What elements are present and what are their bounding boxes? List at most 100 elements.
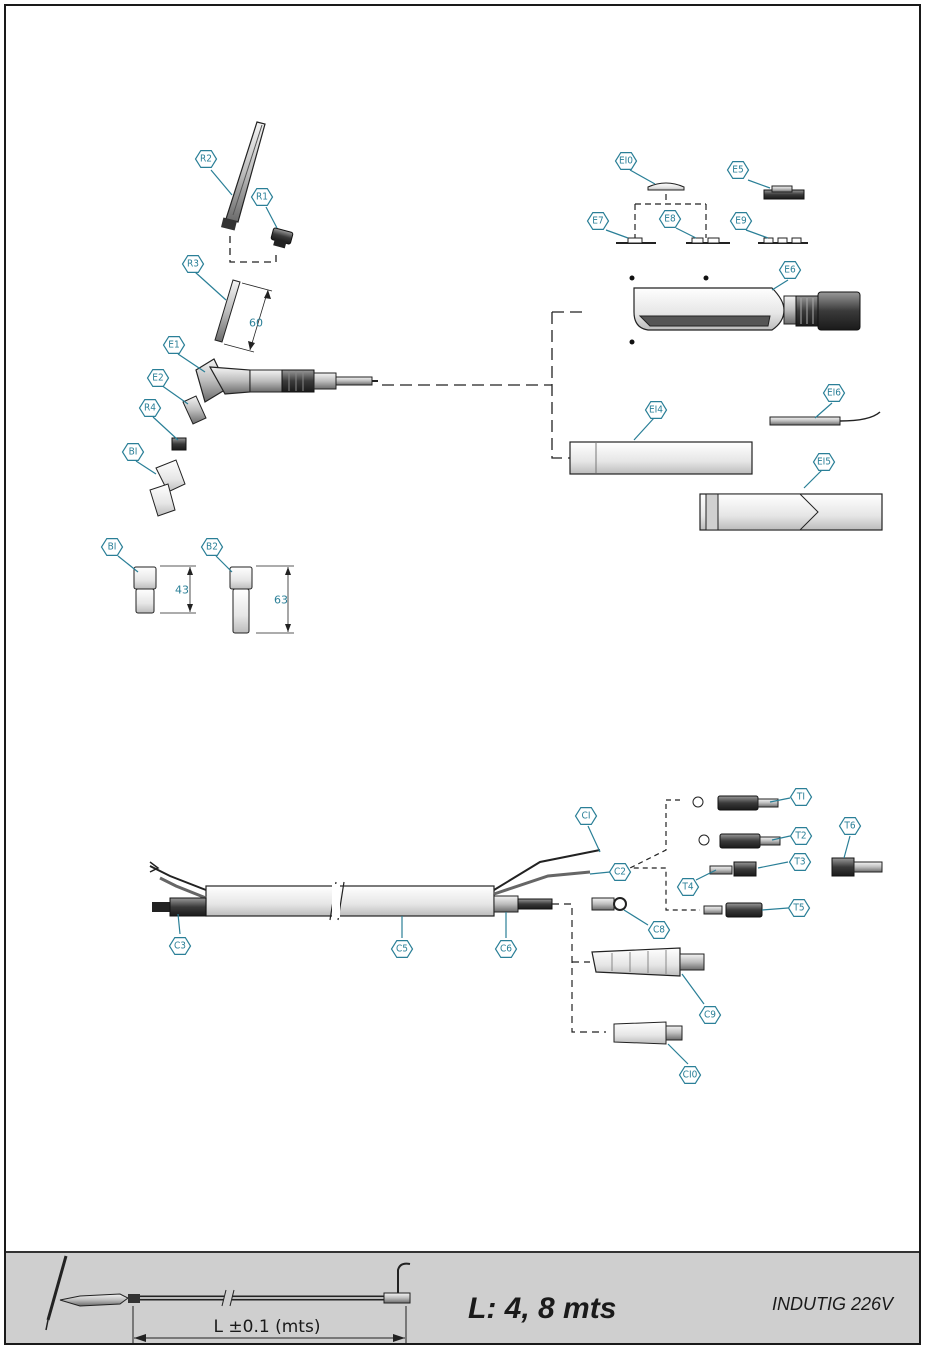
tag-b2: B2	[200, 537, 224, 557]
tag-label: TI	[796, 792, 805, 803]
tag-e14: EI4	[644, 401, 668, 419]
tungsten-electrode-r3	[214, 279, 241, 343]
model-name: INDUTIG 226V	[772, 1294, 894, 1314]
tag-hexagon	[838, 816, 862, 836]
tag-label: C6	[500, 944, 512, 955]
switch-e5	[763, 185, 805, 200]
tag-c1: CI	[574, 806, 598, 826]
left-wires	[149, 861, 207, 900]
tag-c3: C3	[168, 936, 192, 956]
tag-hexagon	[647, 920, 671, 940]
tag-c6: C6	[494, 939, 518, 959]
dim-43: 43	[175, 584, 189, 597]
e10-alt-line	[634, 194, 707, 238]
tag-hexagon	[658, 210, 682, 228]
tag-hexagon	[726, 161, 750, 179]
tag-hexagon	[138, 399, 162, 417]
tag-t5: T5	[787, 898, 811, 918]
tag-hexagon	[614, 152, 638, 170]
right-wires	[493, 849, 601, 896]
cable-cover-e14	[569, 441, 753, 475]
tag-e9: E9	[729, 212, 753, 230]
tag-hexagon	[789, 826, 813, 846]
torch-body-e1	[195, 358, 378, 403]
plug-t1	[692, 795, 779, 811]
tag-label: T3	[793, 857, 805, 868]
tag-e2: E2	[146, 369, 170, 387]
tag-hexagon	[390, 939, 414, 959]
tag-b1b: BI	[100, 537, 124, 557]
tag-label: C9	[704, 1010, 716, 1021]
tag-label: C8	[653, 925, 665, 936]
drawing-frame	[4, 4, 921, 1345]
tag-hexagon	[494, 939, 518, 959]
plug-t3	[733, 861, 757, 877]
tag-b1: BI	[121, 443, 145, 461]
sensor-e16	[769, 411, 881, 426]
tag-label: EI0	[619, 156, 633, 167]
tag-label: R2	[200, 154, 212, 165]
tag-hexagon	[181, 255, 205, 273]
tag-label: C3	[174, 941, 186, 952]
tag-hexagon	[194, 150, 218, 168]
tag-hexagon	[121, 443, 145, 461]
tag-hexagon	[778, 261, 802, 279]
tag-t1: TI	[789, 787, 813, 807]
tag-label: T5	[792, 903, 804, 914]
footer-length-dimension: L ±0.1 (mts)	[132, 1306, 407, 1343]
plug-c10	[613, 1021, 683, 1045]
connector-c3	[152, 897, 207, 917]
r1-r2-alt-line	[229, 236, 277, 263]
nipple-t6	[831, 857, 883, 877]
tag-hexagon	[162, 336, 186, 354]
tag-hexagon	[250, 188, 274, 206]
tag-e7: E7	[586, 212, 610, 230]
tag-hexagon	[788, 852, 812, 872]
tag-c5: C5	[390, 939, 414, 959]
tag-label: T6	[843, 821, 855, 832]
plug-t2	[698, 833, 781, 849]
tag-hexagon	[574, 806, 598, 826]
tag-r1: R1	[250, 188, 274, 206]
tag-hexagon	[698, 1005, 722, 1025]
plug-alt-lines	[629, 799, 700, 911]
tag-hexagon	[787, 898, 811, 918]
tag-hexagon	[812, 453, 836, 471]
tag-t3: T3	[788, 852, 812, 872]
tag-label: E2	[152, 373, 163, 384]
tag-r3: R3	[181, 255, 205, 273]
button-cover-e10	[647, 182, 685, 191]
tag-label: E7	[592, 216, 603, 227]
leader-lines	[117, 169, 851, 1065]
button-e9	[758, 237, 808, 244]
tag-hexagon	[100, 537, 124, 557]
tag-hexagon	[168, 936, 192, 956]
dim-60: 60	[249, 317, 263, 330]
tag-hexagon	[586, 212, 610, 230]
r3-dimension: 60	[223, 282, 273, 353]
handle-e6	[629, 275, 861, 345]
torch-connection-line	[382, 311, 584, 459]
tag-t2: T2	[789, 826, 813, 846]
button-e8	[686, 237, 730, 244]
collet-e2	[182, 395, 207, 425]
tag-hexagon	[729, 212, 753, 230]
nozzle-b2: 63	[229, 565, 294, 634]
length-tolerance: L ±0.1 (mts)	[214, 1317, 321, 1337]
tag-hexagon	[678, 1065, 702, 1085]
tag-hexagon	[676, 877, 700, 897]
tag-e16: EI6	[822, 384, 846, 402]
tag-hexagon	[608, 862, 632, 882]
tag-hexagon	[200, 537, 224, 557]
lug-alt-lines	[552, 903, 606, 1033]
plug-t5	[703, 902, 763, 918]
lug-c8	[591, 897, 627, 911]
tag-hexagon	[644, 401, 668, 419]
collet-body-r4	[171, 437, 187, 451]
tag-label: EI6	[827, 388, 841, 399]
tag-c8: C8	[647, 920, 671, 940]
nozzle-b1-exploded	[149, 459, 186, 517]
tag-label: B2	[206, 542, 218, 553]
